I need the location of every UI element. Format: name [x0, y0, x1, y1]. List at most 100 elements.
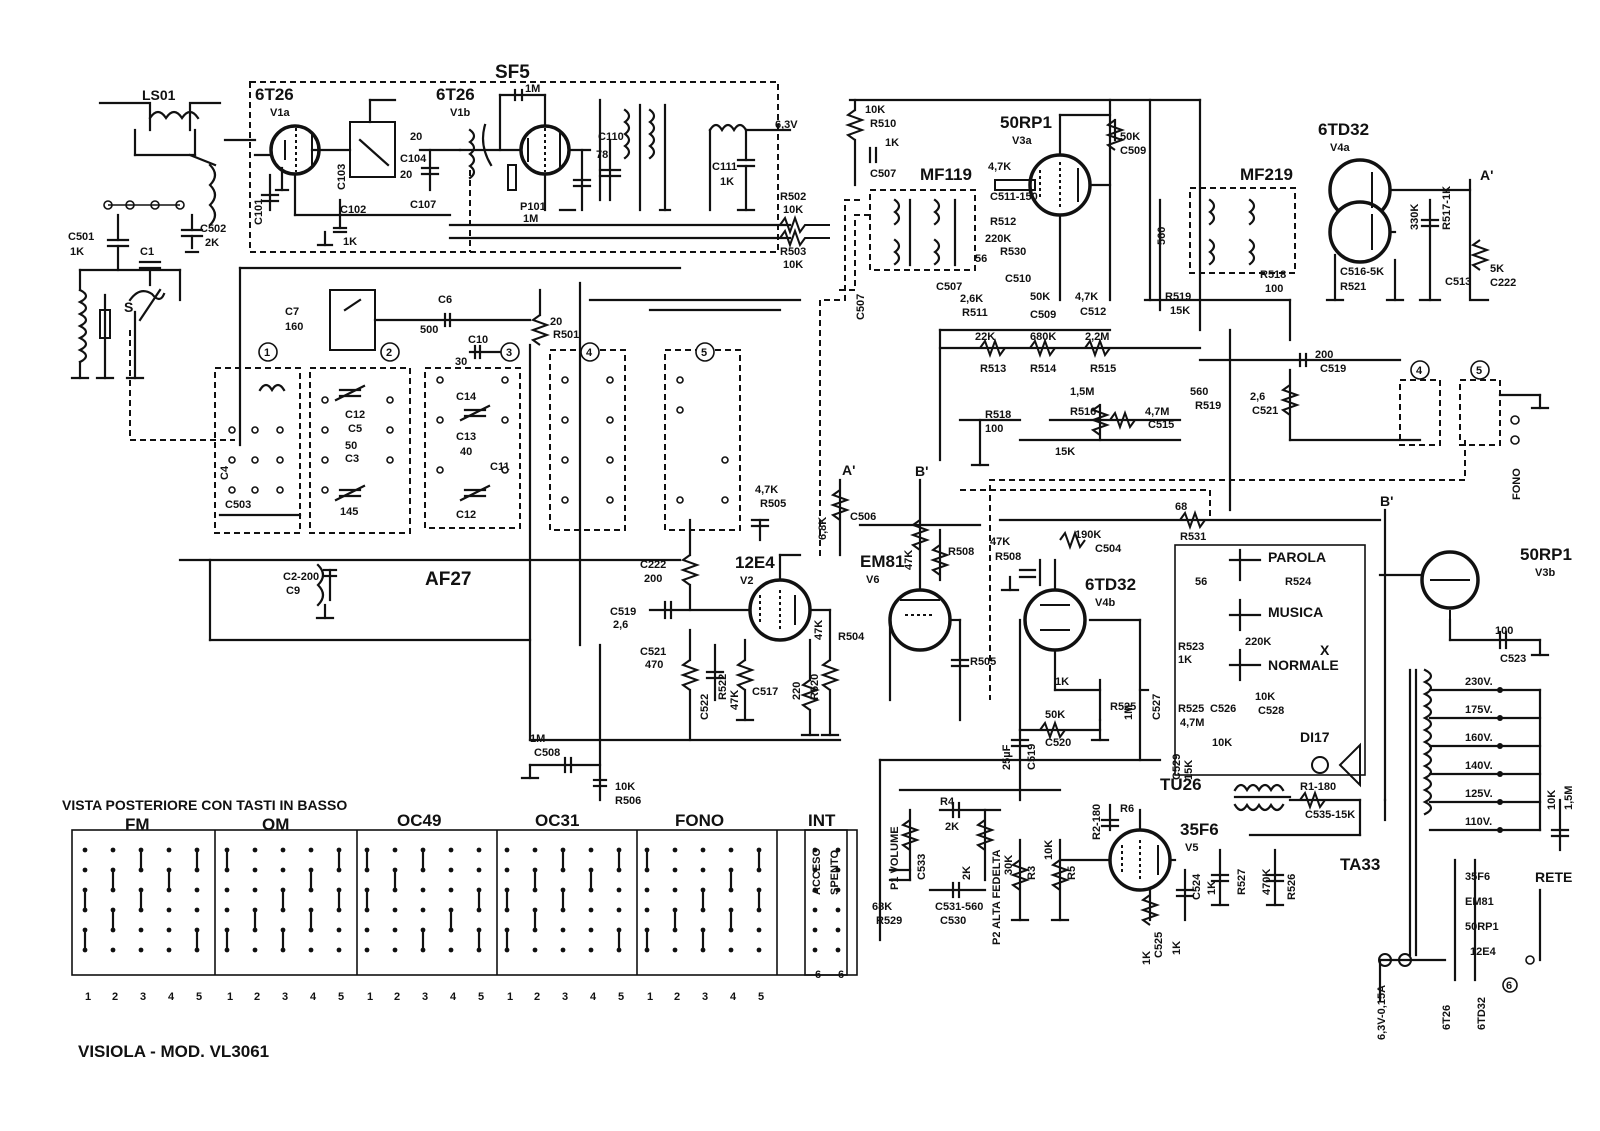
svg-text:C13: C13: [456, 431, 476, 443]
switch-contact: [280, 847, 286, 853]
svg-text:R530: R530: [1000, 246, 1026, 258]
svg-text:145: 145: [340, 506, 358, 518]
svg-text:R508: R508: [948, 546, 974, 558]
switch-contact: [308, 947, 314, 953]
svg-text:R522: R522: [717, 674, 729, 700]
mains-taps: 230V. 175V. 160V. 140V. 125V. 110V.: [1428, 676, 1542, 833]
svg-text:20: 20: [400, 169, 412, 181]
svg-text:R517-1K: R517-1K: [1441, 186, 1453, 230]
svg-text:15K: 15K: [1183, 760, 1195, 780]
svg-text:R510: R510: [870, 118, 896, 130]
svg-text:C516-5K: C516-5K: [1340, 266, 1384, 278]
switch-contact: [588, 887, 594, 893]
svg-text:4: 4: [590, 991, 597, 1003]
v3b-type: 50RP1: [1520, 545, 1572, 564]
input-contacts: C501 1K C1 C502 2K: [68, 200, 226, 287]
svg-text:C523: C523: [1500, 653, 1526, 665]
switch-contact: [756, 947, 762, 953]
svg-text:35F6: 35F6: [1465, 871, 1490, 883]
switch-contact: [504, 847, 510, 853]
svg-text:DI17: DI17: [1300, 729, 1330, 745]
switch-contact: [700, 947, 706, 953]
svg-text:3: 3: [422, 991, 428, 1003]
switch-contact: [364, 907, 370, 913]
int-contact: [835, 847, 841, 853]
svg-text:C524: C524: [1191, 873, 1203, 900]
svg-text:50RP1: 50RP1: [1465, 921, 1499, 933]
switch-contact: [448, 867, 454, 873]
switch-contact: [280, 947, 286, 953]
rear-view-caption: VISTA POSTERIORE CON TASTI IN BASSO: [62, 797, 347, 813]
switch-contact: [308, 847, 314, 853]
switch-contact: [280, 867, 286, 873]
svg-text:2,6: 2,6: [613, 619, 628, 631]
svg-text:125V.: 125V.: [1465, 788, 1493, 800]
svg-text:V3b: V3b: [1535, 567, 1555, 579]
switch-contact: [138, 907, 144, 913]
svg-text:20: 20: [410, 131, 422, 143]
switch-contact: [110, 947, 116, 953]
v1a-network: C101 C102 1K C103 20 C104 20 C107: [253, 98, 462, 248]
svg-text:C509: C509: [1030, 309, 1056, 321]
svg-text:100: 100: [1265, 283, 1283, 295]
svg-text:10K: 10K: [865, 104, 885, 116]
switch-contact: [672, 947, 678, 953]
switch-contact: [560, 907, 566, 913]
int-contact: [812, 847, 818, 853]
svg-text:C3: C3: [345, 453, 359, 465]
svg-text:6: 6: [815, 969, 821, 981]
svg-text:680K: 680K: [1030, 331, 1056, 343]
mf119-label: MF119: [920, 165, 972, 184]
svg-text:560: 560: [1190, 386, 1208, 398]
svg-text:1M: 1M: [523, 213, 538, 225]
svg-text:C6: C6: [438, 294, 452, 306]
svg-text:5: 5: [1476, 365, 1482, 377]
switch-contact: [448, 887, 454, 893]
switch-contact: [476, 947, 482, 953]
switch-contact: [644, 867, 650, 873]
volume-controls: P1 VOLUME C533 P2 ALTA FEDELTA 2K R4 2K …: [872, 788, 1062, 945]
svg-text:25µF: 25µF: [1001, 744, 1013, 770]
svg-text:470K: 470K: [1261, 869, 1273, 895]
int-contact: [812, 907, 818, 913]
svg-text:2K: 2K: [205, 237, 219, 249]
switch-contact: [252, 927, 258, 933]
svg-text:30K: 30K: [1003, 855, 1015, 875]
svg-text:1K: 1K: [1141, 951, 1153, 965]
svg-text:C506: C506: [850, 511, 876, 523]
v4a-type: 6TD32: [1318, 120, 1369, 139]
switch-contact: [138, 927, 144, 933]
antenna-ls01: LS01: [98, 87, 257, 227]
svg-text:R502: R502: [780, 191, 806, 203]
svg-text:220K: 220K: [1245, 636, 1271, 648]
group-om: OM: [262, 815, 289, 834]
switch-contact: [756, 907, 762, 913]
svg-text:C512: C512: [1080, 306, 1106, 318]
switch-contact: [82, 847, 88, 853]
svg-text:4: 4: [586, 347, 593, 359]
svg-text:R526: R526: [1286, 874, 1298, 900]
svg-text:1,5M: 1,5M: [1563, 786, 1575, 810]
switch-contact: [644, 947, 650, 953]
svg-text:4,7M: 4,7M: [1145, 406, 1169, 418]
svg-text:X: X: [1320, 642, 1330, 658]
switch-contact: [252, 887, 258, 893]
svg-text:C509: C509: [1120, 145, 1146, 157]
svg-text:C107: C107: [410, 199, 436, 211]
switch-contact: [560, 947, 566, 953]
mf119: MF119 C507 C507: [819, 165, 976, 560]
svg-text:1: 1: [264, 347, 270, 359]
v4b-type: 6TD32: [1085, 575, 1136, 594]
switch-contact: [224, 867, 230, 873]
switch-contact: [392, 847, 398, 853]
output-switch: 200 C519 2,6 C521 4 5 FONO: [989, 349, 1550, 700]
svg-text:R515: R515: [1090, 363, 1116, 375]
svg-text:C503: C503: [225, 499, 251, 511]
svg-text:C504: C504: [1095, 543, 1122, 555]
group-oc31: OC31: [535, 811, 579, 830]
main-wiring: [858, 98, 1387, 942]
svg-text:40: 40: [460, 446, 472, 458]
filament-chain: 35F6 EM81 50RP1 12E4 6T26 6TD32: [1441, 858, 1499, 1030]
switch-contacts: [82, 847, 841, 953]
svg-text:C513: C513: [1445, 276, 1471, 288]
